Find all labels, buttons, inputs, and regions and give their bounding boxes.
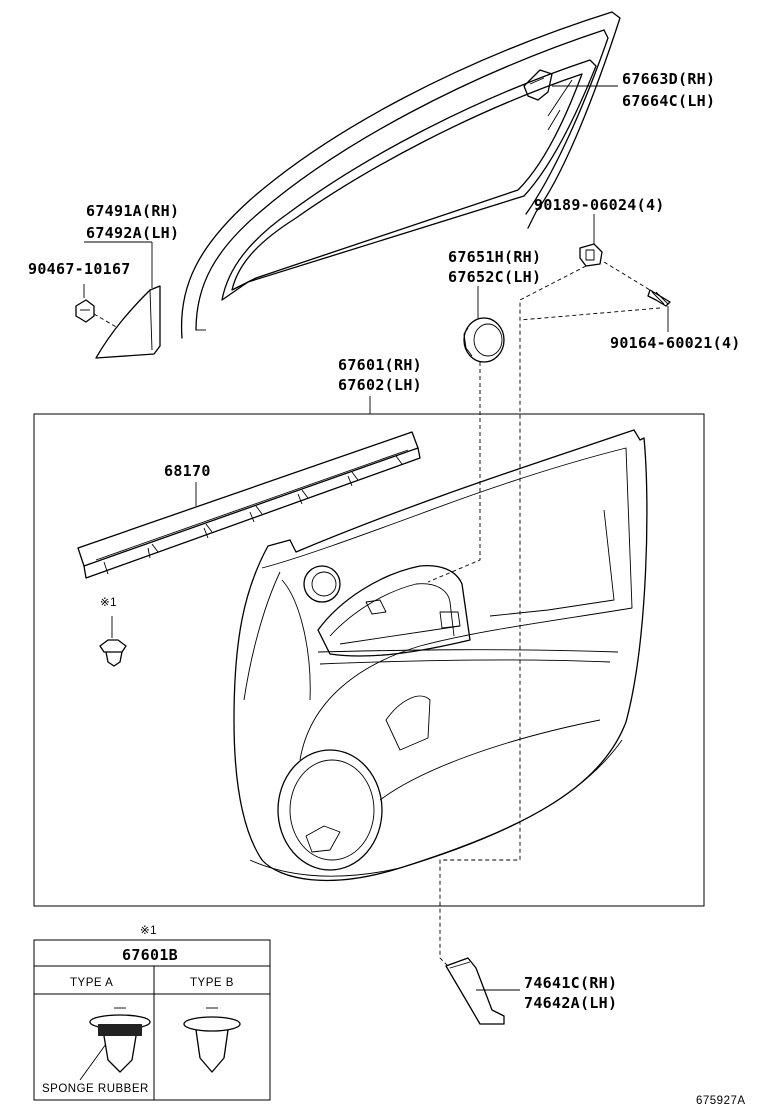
part-67663d-clip — [523, 69, 553, 101]
legend-part-no: 67601B — [122, 946, 178, 964]
part-74641c-garnish — [445, 957, 505, 1025]
drawing-number: 675927A — [696, 1095, 746, 1107]
legend-sponge-label: SPONGE RUBBER — [42, 1083, 149, 1095]
label-67601: 67601(RH) — [338, 356, 422, 374]
door-trim-panel — [233, 429, 648, 882]
label-note-mark: ※1 — [100, 597, 117, 609]
part-67651h-speaker-grille — [463, 317, 505, 363]
label-67664c: 67664C(LH) — [622, 92, 715, 110]
legend-table — [33, 939, 271, 1101]
part-90164-screw — [647, 289, 671, 307]
label-90467: 90467-10167 — [28, 260, 131, 278]
label-90189: 90189-06024(4) — [534, 196, 665, 214]
part-90189-clip — [579, 243, 603, 267]
door-window-frame — [180, 11, 621, 339]
part-90467-clip — [75, 299, 95, 323]
door-trim-assembly-frame — [33, 413, 705, 907]
part-68170-belt-moulding — [77, 431, 421, 579]
type-a-clip-icon — [89, 1007, 151, 1073]
label-74641c: 74641C(RH) — [524, 974, 617, 992]
legend-type-a: TYPE A — [70, 977, 113, 989]
label-67652c: 67652C(LH) — [448, 268, 541, 286]
type-b-clip-icon — [183, 1007, 241, 1073]
label-74642a: 74642A(LH) — [524, 994, 617, 1012]
label-67651h: 67651H(RH) — [448, 248, 541, 266]
label-67492a: 67492A(LH) — [86, 224, 179, 242]
label-90164: 90164-60021(4) — [610, 334, 741, 352]
label-68170: 68170 — [164, 462, 211, 480]
part-67601b-clip — [99, 616, 127, 667]
label-67663d: 67663D(RH) — [622, 70, 715, 88]
label-67491a: 67491A(RH) — [86, 202, 179, 220]
legend-note-mark: ※1 — [140, 925, 157, 937]
door-speaker-icon — [277, 749, 383, 871]
legend-type-b: TYPE B — [190, 977, 234, 989]
label-67602: 67602(LH) — [338, 376, 422, 394]
part-67491a-corner-cover — [95, 285, 161, 359]
